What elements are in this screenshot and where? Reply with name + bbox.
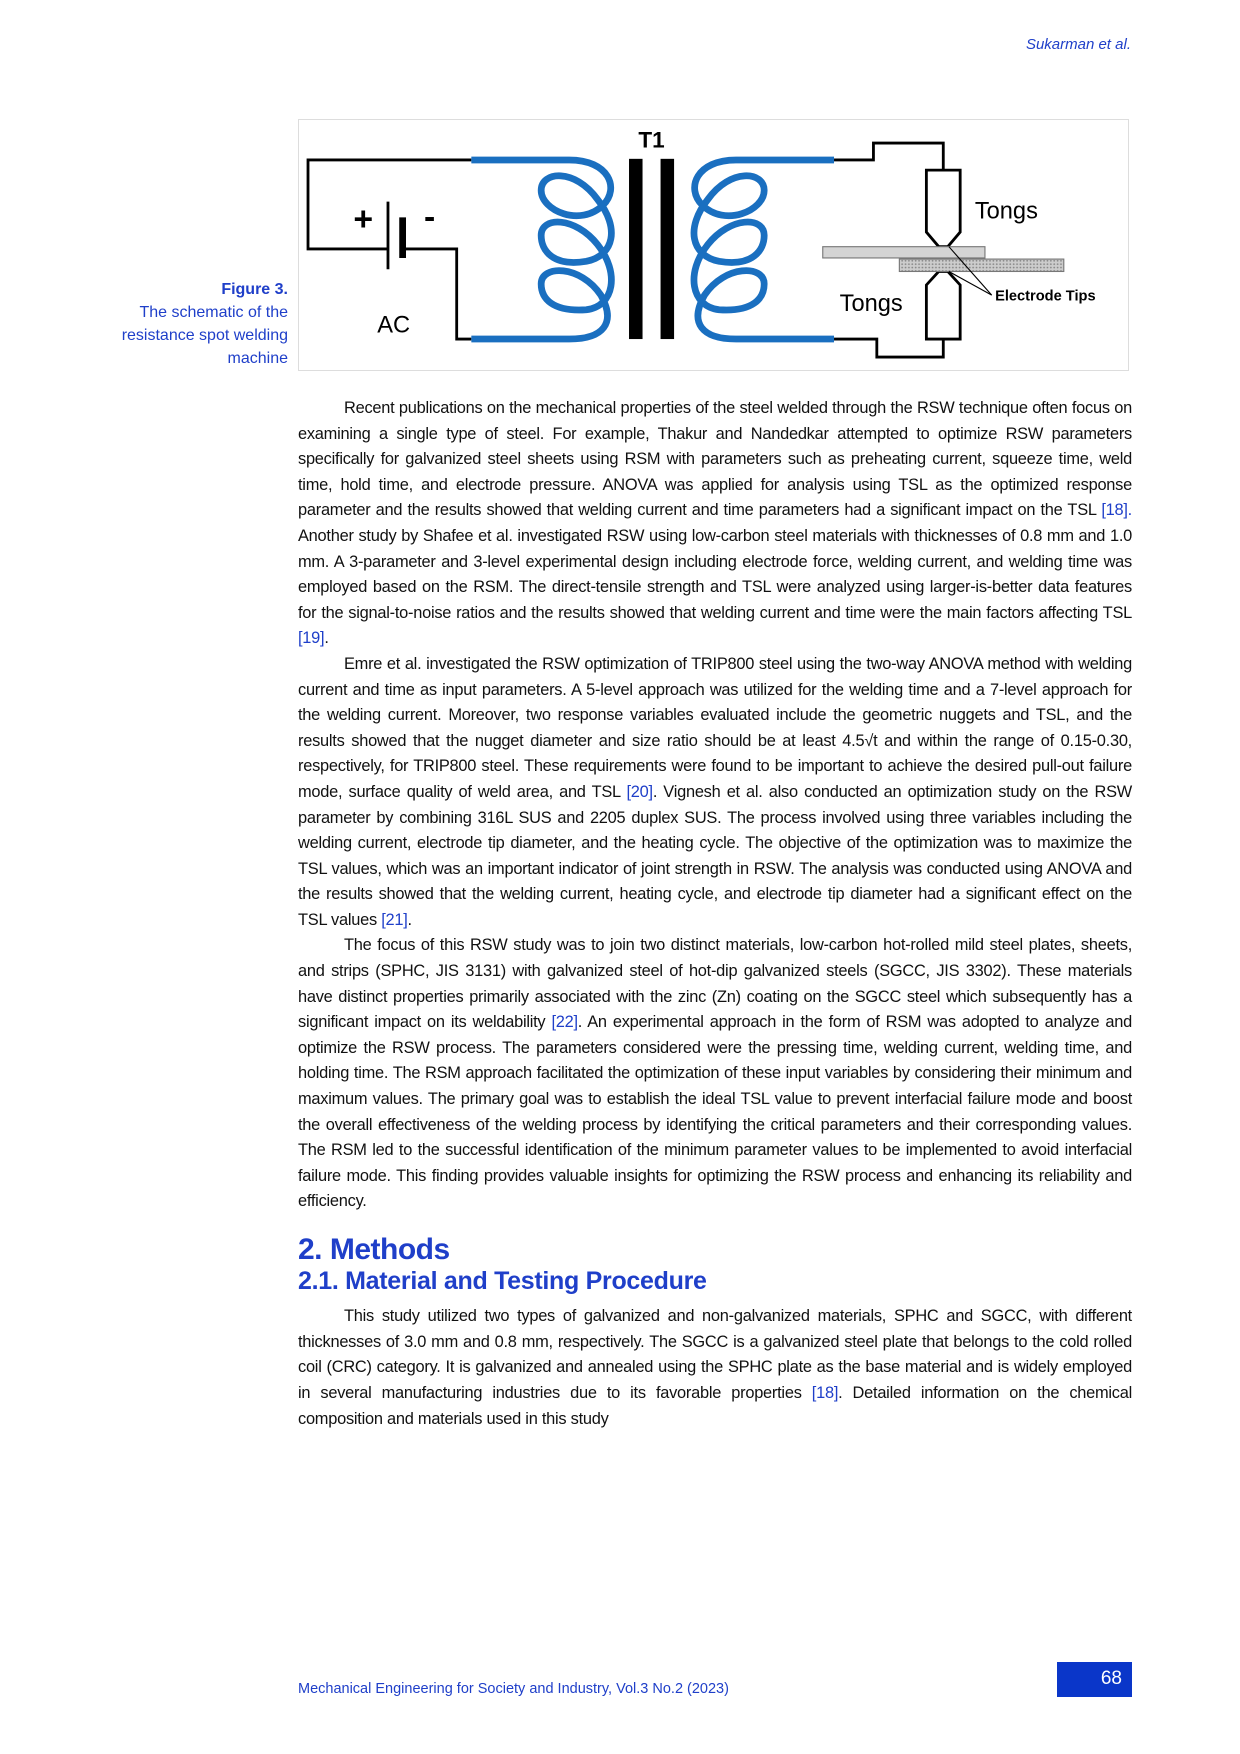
label-tongs-bottom: Tongs xyxy=(840,291,903,317)
citation-link[interactable]: [21] xyxy=(381,910,408,929)
subsection-heading: 2.1. Material and Testing Procedure xyxy=(298,1266,707,1295)
citation-link[interactable]: [18] xyxy=(811,1383,839,1402)
steel-sheet-bottom xyxy=(898,258,1065,273)
label-electrode-tips: Electrode Tips xyxy=(995,289,1096,305)
paragraph: This study utilized two types of galvani… xyxy=(298,1307,1132,1428)
label-minus: - xyxy=(424,198,435,236)
label-t1: T1 xyxy=(638,128,664,153)
citation-link[interactable]: [22] xyxy=(551,1013,578,1032)
section-heading: 2. Methods xyxy=(298,1233,450,1266)
tong-bottom xyxy=(924,270,962,341)
footer-journal: Mechanical Engineering for Society and I… xyxy=(298,1681,729,1697)
steel-sheet-top xyxy=(822,246,986,259)
label-tongs-top: Tongs xyxy=(975,199,1038,225)
paragraph: The focus of this RSW study was to join … xyxy=(298,936,1133,1211)
paragraph: Recent publications on the mechanical pr… xyxy=(298,399,1132,648)
tong-top xyxy=(924,168,962,249)
running-head: Sukarman et al. xyxy=(1025,36,1131,53)
core-bar-right xyxy=(660,158,675,340)
paragraph: Emre et al. investigated the RSW optimiz… xyxy=(298,654,1132,929)
primary-coil xyxy=(471,156,615,343)
citation-link[interactable]: [20] xyxy=(626,782,653,801)
welding-machine-diagram: T1 AC + - Tongs Tongs Electrode Tips xyxy=(306,128,1096,359)
core-bar-left xyxy=(629,158,643,340)
citation-link[interactable]: [18]. xyxy=(1101,501,1132,520)
secondary-coil xyxy=(690,156,835,343)
citation-link[interactable]: [19] xyxy=(298,629,325,648)
figure-label: Figure 3. xyxy=(221,281,288,298)
secondary-wire-top xyxy=(834,141,945,171)
figure-caption-text: The schematic of the resistance spot wel… xyxy=(121,304,288,367)
body-text: Recent publications on the mechanical pr… xyxy=(298,396,1132,1432)
label-plus: + xyxy=(353,200,373,238)
figure-caption: Figure 3. The schematic of the resistanc… xyxy=(100,278,288,370)
electrode-tip-pointer xyxy=(948,270,992,296)
label-ac: AC xyxy=(377,312,410,338)
primary-wire-top xyxy=(306,158,472,251)
primary-wire-bottom xyxy=(402,247,472,341)
page-number: 68 xyxy=(1057,1662,1132,1697)
electrode-tip-pointer xyxy=(948,246,993,296)
figure-schematic: T1 AC + - Tongs Tongs Electrode Tips xyxy=(298,119,1129,371)
secondary-wire-bottom xyxy=(834,337,945,359)
